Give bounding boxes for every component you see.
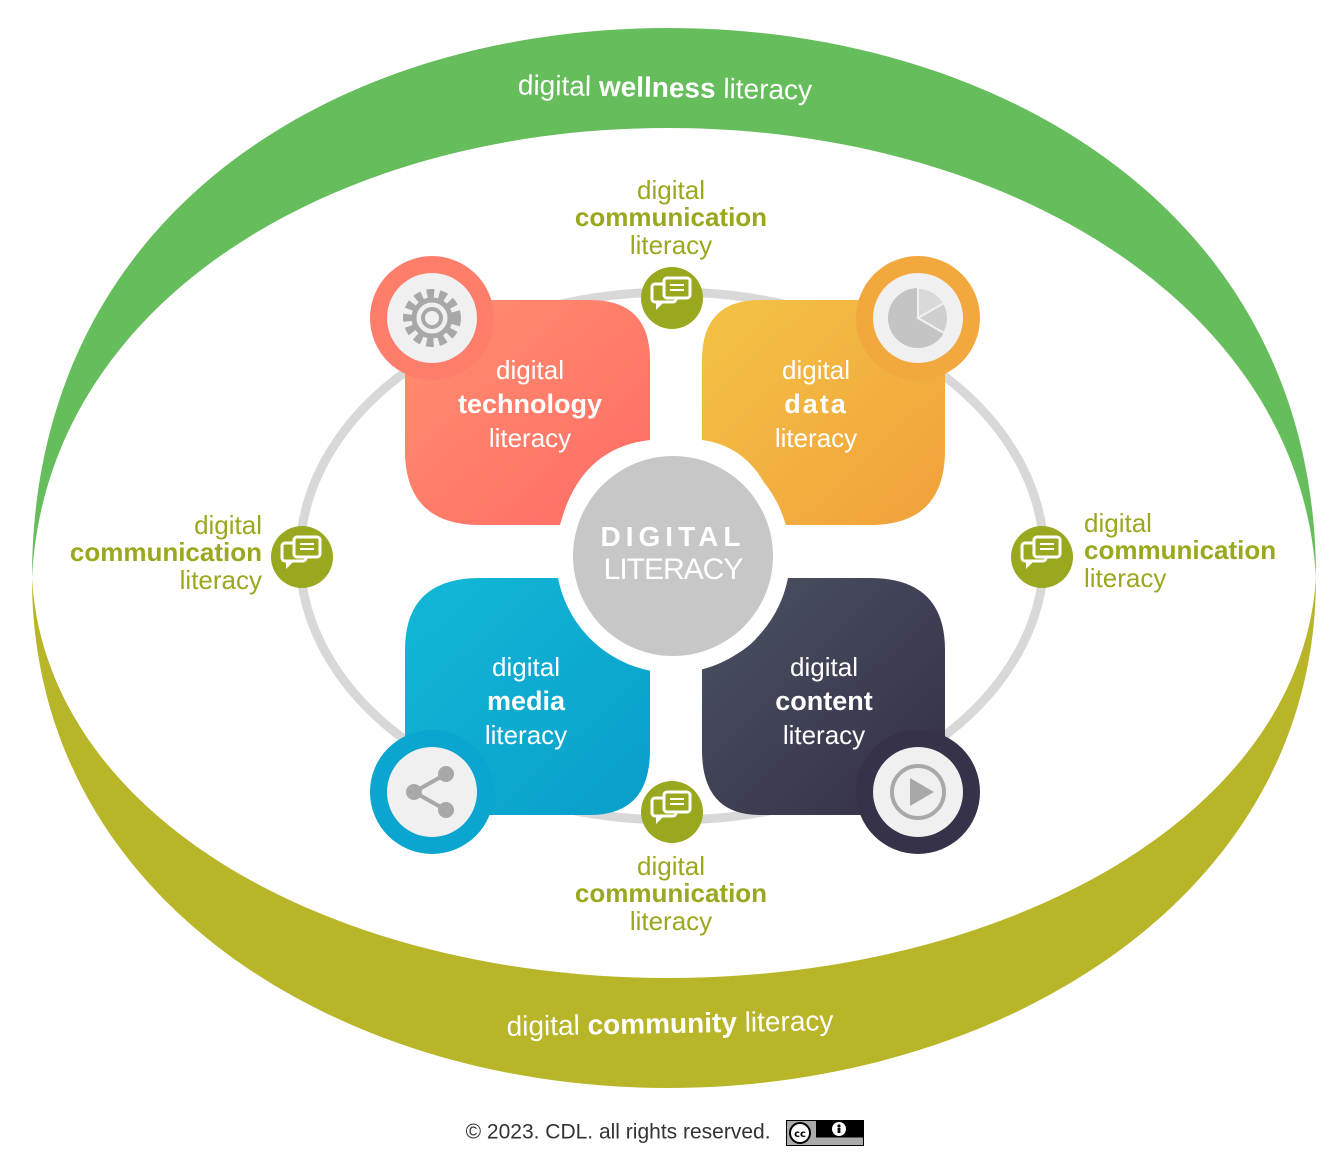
comm-left-l1: digital xyxy=(194,510,262,540)
comm-bottom-l1: digital xyxy=(637,851,705,881)
comm-bottom-l3: literacy xyxy=(629,905,713,936)
copyright-text: © 2023. CDL. all rights reserved. xyxy=(465,1120,771,1144)
comm-right-l1: digital xyxy=(1084,508,1152,538)
communication-label-bottom: digital communication literacy xyxy=(540,851,802,936)
pie-chart-icon xyxy=(888,286,949,348)
data-l2: data xyxy=(784,389,848,419)
chat-icon-left xyxy=(271,526,333,588)
wellness-label-pre: digital xyxy=(517,69,592,102)
content-l1: digital xyxy=(790,652,858,682)
comm-left-l3: literacy xyxy=(179,564,262,595)
media-l2: media xyxy=(486,686,566,716)
community-label-pre: digital xyxy=(506,1009,581,1042)
media-l1: digital xyxy=(492,652,560,682)
comm-left-l2: communication xyxy=(69,537,262,568)
content-label: digital content literacy xyxy=(714,650,934,752)
share-icon xyxy=(406,766,454,818)
media-l3: literacy xyxy=(484,720,568,750)
community-ring xyxy=(32,578,1316,1088)
comm-top-l2: communication xyxy=(574,202,768,233)
wellness-label-post: literacy xyxy=(723,73,813,106)
data-l3: literacy xyxy=(774,423,858,453)
footer: © 2023. CDL. all rights reserved. cc xyxy=(0,1120,1330,1146)
technology-label: digital technology literacy xyxy=(420,353,640,455)
communication-label-left: digital communication literacy xyxy=(40,510,262,595)
communication-label-top: digital communication literacy xyxy=(540,175,802,260)
wellness-label-bold: wellness xyxy=(598,70,716,104)
data-label: digital data literacy xyxy=(706,353,926,455)
gear-icon xyxy=(403,289,461,347)
content-l2: content xyxy=(775,686,873,716)
comm-top-l3: literacy xyxy=(629,229,713,260)
center-line2: LITERACY xyxy=(603,553,744,587)
chat-icon-bottom xyxy=(641,781,703,843)
media-label: digital media literacy xyxy=(416,650,636,752)
comm-top-l1: digital xyxy=(637,175,705,205)
technology-l1: digital xyxy=(496,355,564,385)
community-label-bold: community xyxy=(587,1006,738,1041)
content-l3: literacy xyxy=(782,720,866,750)
wellness-ring xyxy=(32,28,1316,578)
cc-by-icon: cc xyxy=(786,1120,865,1146)
center-line1: DIGITAL xyxy=(600,521,746,552)
data-l1: digital xyxy=(782,355,850,385)
technology-quadrant xyxy=(370,256,650,525)
comm-bottom-l2: communication xyxy=(574,878,768,909)
communication-label-right: digital communication literacy xyxy=(1084,508,1324,593)
community-label-post: literacy xyxy=(744,1005,834,1038)
comm-right-l3: literacy xyxy=(1084,562,1167,593)
comm-right-l2: communication xyxy=(1084,535,1277,566)
svg-text:cc: cc xyxy=(794,1129,806,1140)
technology-l3: literacy xyxy=(488,423,572,453)
play-icon xyxy=(890,764,946,820)
technology-l2: technology xyxy=(457,389,602,419)
center-label: DIGITAL LITERACY xyxy=(573,522,773,586)
chat-icon-right xyxy=(1011,526,1073,588)
media-quadrant xyxy=(370,578,650,854)
chat-icon-top xyxy=(641,267,703,329)
